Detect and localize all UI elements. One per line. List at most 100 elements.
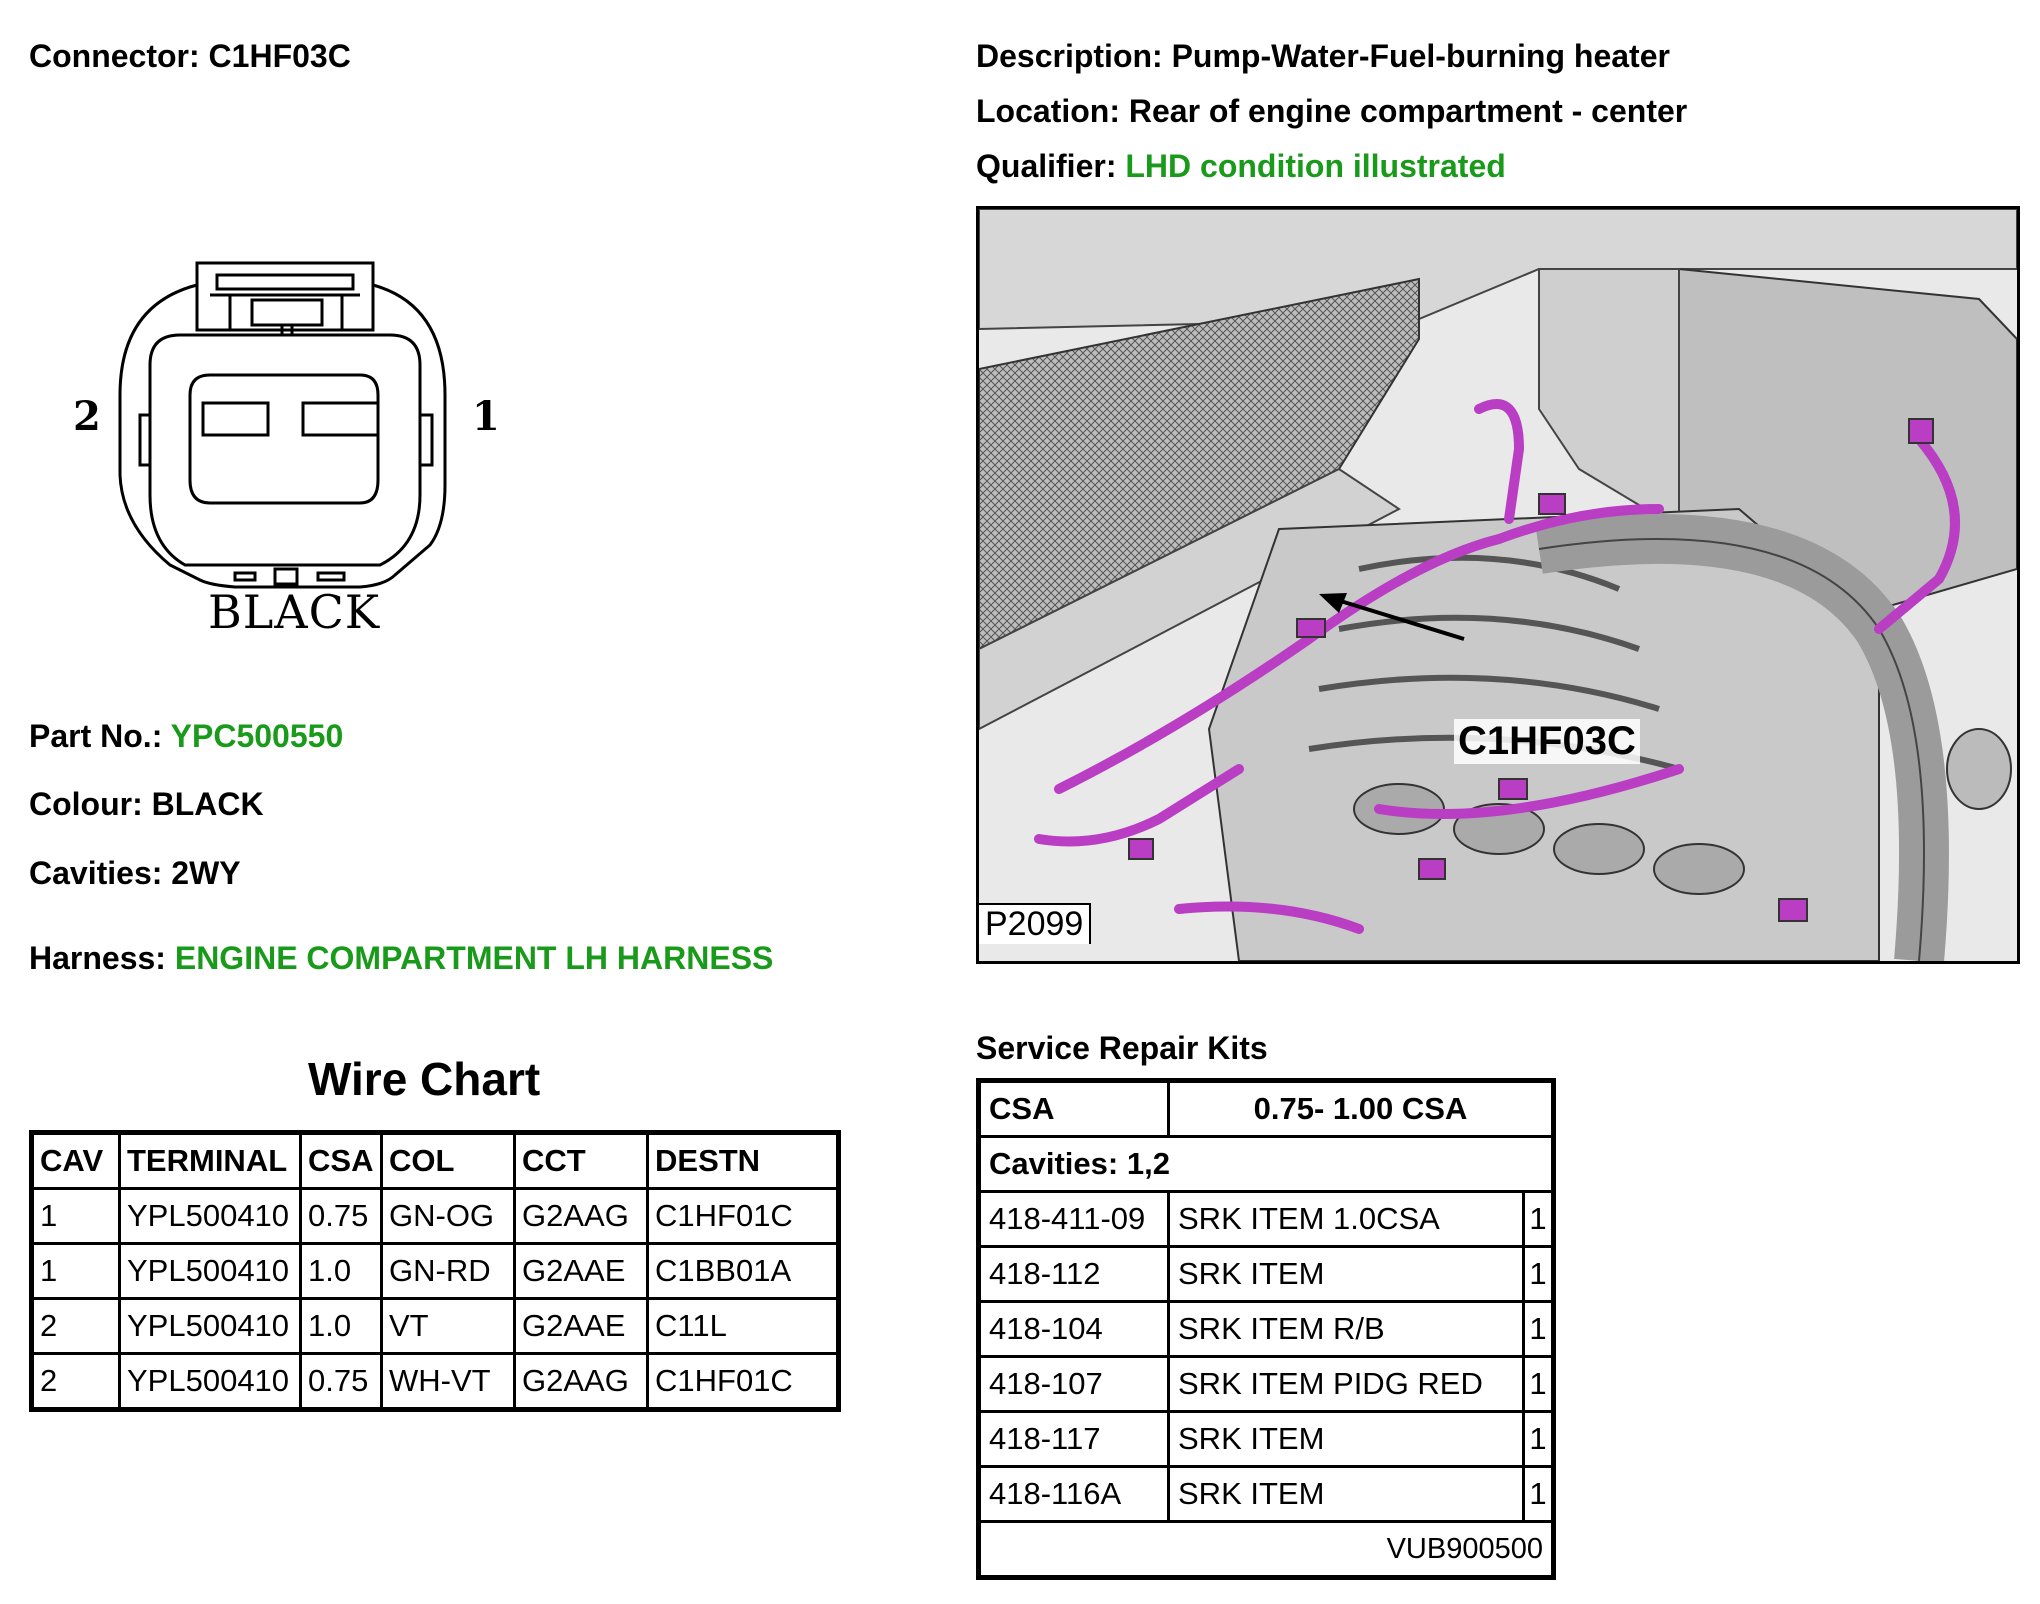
cell-cct: G2AAE [513, 1297, 649, 1355]
connector-face-svg [118, 261, 447, 589]
connector-value: C1HF03C [208, 38, 351, 74]
wire-chart-table: CAV TERMINAL CSA COL CCT DESTN 1 YPL5004… [29, 1130, 841, 1412]
srk-item-desc: SRK ITEM R/B [1167, 1300, 1525, 1358]
cell-cav: 1 [30, 1242, 121, 1300]
colour-line: Colour: BLACK [29, 786, 264, 823]
table-row: 1 YPL500410 0.75 GN-OG G2AAG C1HF01C [30, 1187, 840, 1245]
cell-cav: 2 [30, 1352, 121, 1411]
description-line: Description: Pump-Water-Fuel-burning hea… [976, 38, 1670, 75]
cell-csa: 0.75 [299, 1187, 383, 1245]
table-row: 418-117 SRK ITEM 1 [977, 1410, 1555, 1468]
srk-qty: 1 [1522, 1465, 1555, 1523]
part-no-line: Part No.: YPC500550 [29, 718, 343, 755]
location-line: Location: Rear of engine compartment - c… [976, 93, 1687, 130]
srk-item-desc: SRK ITEM [1167, 1465, 1525, 1523]
table-row: 418-104 SRK ITEM R/B 1 [977, 1300, 1555, 1358]
description-value: Pump-Water-Fuel-burning heater [1171, 38, 1670, 74]
harness-line: Harness: ENGINE COMPARTMENT LH HARNESS [29, 940, 773, 977]
connector-line: Connector: C1HF03C [29, 38, 351, 75]
srk-csa-value: 0.75- 1.00 CSA [1167, 1079, 1555, 1138]
srk-item-desc: SRK ITEM 1.0CSA [1167, 1190, 1525, 1248]
table-row: 418-116A SRK ITEM 1 [977, 1465, 1555, 1523]
cell-destn: C11L [646, 1297, 840, 1355]
engine-compartment-image: C1HF03C P2099 [976, 206, 2020, 964]
part-no-value: YPC500550 [170, 718, 344, 754]
cell-col: GN-OG [380, 1187, 516, 1245]
cell-col: WH-VT [380, 1352, 516, 1411]
srk-cavities: Cavities: 1,2 [977, 1135, 1555, 1193]
cell-cct: G2AAG [513, 1352, 649, 1411]
colour-label: Colour: [29, 786, 143, 822]
qualifier-value: LHD condition illustrated [1125, 148, 1506, 184]
srk-part-no: 418-411-09 [977, 1190, 1170, 1248]
cell-csa: 1.0 [299, 1297, 383, 1355]
qualifier-label: Qualifier: [976, 148, 1117, 184]
col-header-col: COL [380, 1131, 516, 1190]
srk-item-desc: SRK ITEM [1167, 1245, 1525, 1303]
location-label: Location: [976, 93, 1120, 129]
table-row: 418-107 SRK ITEM PIDG RED 1 [977, 1355, 1555, 1413]
srk-part-no: 418-107 [977, 1355, 1170, 1413]
cell-terminal: YPL500410 [118, 1242, 302, 1300]
srk-table: CSA 0.75- 1.00 CSA Cavities: 1,2 418-411… [976, 1078, 1556, 1580]
cell-col: GN-RD [380, 1242, 516, 1300]
col-header-terminal: TERMINAL [118, 1131, 302, 1190]
cell-cct: G2AAG [513, 1187, 649, 1245]
table-row: 418-112 SRK ITEM 1 [977, 1245, 1555, 1303]
qualifier-line: Qualifier: LHD condition illustrated [976, 148, 1506, 185]
cell-csa: 1.0 [299, 1242, 383, 1300]
connector-face-drawing [60, 245, 520, 645]
col-header-destn: DESTN [646, 1131, 840, 1190]
connector-colour-caption: BLACK [208, 585, 381, 639]
colour-value: BLACK [151, 786, 264, 822]
table-row: 2 YPL500410 1.0 VT G2AAE C11L [30, 1297, 840, 1355]
srk-cavities-row: Cavities: 1,2 [977, 1135, 1555, 1193]
harness-value: ENGINE COMPARTMENT LH HARNESS [174, 940, 774, 976]
cell-col: VT [380, 1297, 516, 1355]
srk-item-desc: SRK ITEM [1167, 1410, 1525, 1468]
cell-terminal: YPL500410 [118, 1187, 302, 1245]
srk-qty: 1 [1522, 1355, 1555, 1413]
cell-terminal: YPL500410 [118, 1297, 302, 1355]
pin-label-left: 2 [73, 393, 101, 440]
srk-qty: 1 [1522, 1300, 1555, 1358]
engine-illustration-svg [979, 209, 2017, 961]
col-header-cav: CAV [30, 1131, 121, 1190]
cell-destn: C1HF01C [646, 1187, 840, 1245]
srk-footer-row: VUB900500 [977, 1520, 1555, 1579]
cell-cav: 2 [30, 1297, 121, 1355]
srk-qty: 1 [1522, 1190, 1555, 1248]
srk-item-desc: SRK ITEM PIDG RED [1167, 1355, 1525, 1413]
table-row: 2 YPL500410 0.75 WH-VT G2AAG C1HF01C [30, 1352, 840, 1411]
wire-chart-title: Wire Chart [308, 1053, 541, 1105]
col-header-csa: CSA [299, 1131, 383, 1190]
srk-csa-label: CSA [977, 1079, 1170, 1138]
srk-part-no: 418-104 [977, 1300, 1170, 1358]
srk-qty: 1 [1522, 1410, 1555, 1468]
image-reference-label: P2099 [979, 903, 1092, 944]
srk-title: Service Repair Kits [976, 1030, 1268, 1066]
srk-qty: 1 [1522, 1245, 1555, 1303]
pin-label-right: 1 [472, 393, 500, 440]
cavities-line: Cavities: 2WY [29, 855, 241, 892]
cell-terminal: YPL500410 [118, 1352, 302, 1411]
wire-chart-header-row: CAV TERMINAL CSA COL CCT DESTN [30, 1131, 840, 1190]
srk-footer: VUB900500 [977, 1520, 1555, 1579]
cell-destn: C1BB01A [646, 1242, 840, 1300]
part-no-label: Part No.: [29, 718, 163, 754]
location-value: Rear of engine compartment - center [1128, 93, 1688, 129]
description-label: Description: [976, 38, 1163, 74]
cell-cct: G2AAE [513, 1242, 649, 1300]
harness-label: Harness: [29, 940, 166, 976]
cell-csa: 0.75 [299, 1352, 383, 1411]
table-row: 418-411-09 SRK ITEM 1.0CSA 1 [977, 1190, 1555, 1248]
cavities-value: 2WY [171, 855, 241, 891]
cell-cav: 1 [30, 1187, 121, 1245]
cavities-label: Cavities: [29, 855, 163, 891]
srk-part-no: 418-117 [977, 1410, 1170, 1468]
connector-callout-label: C1HF03C [1454, 719, 1640, 764]
table-row: 1 YPL500410 1.0 GN-RD G2AAE C1BB01A [30, 1242, 840, 1300]
srk-part-no: 418-116A [977, 1465, 1170, 1523]
srk-part-no: 418-112 [977, 1245, 1170, 1303]
cell-destn: C1HF01C [646, 1352, 840, 1411]
